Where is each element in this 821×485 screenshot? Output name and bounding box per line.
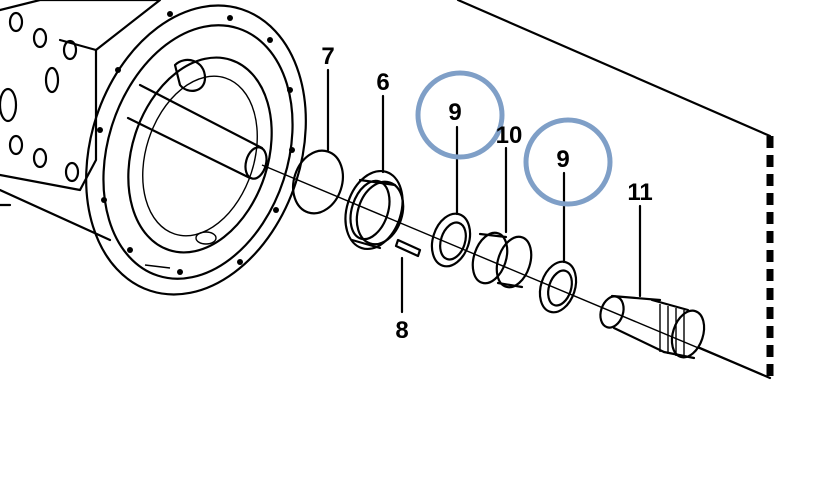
splined-pinion xyxy=(599,294,706,360)
pin xyxy=(394,238,422,258)
highlight-circle-part-9-second xyxy=(523,117,613,207)
leader-lines xyxy=(326,68,642,314)
highlight-circle-part-9-first xyxy=(415,70,505,160)
housing-block xyxy=(0,0,162,242)
shim-washer-first xyxy=(430,212,472,268)
shim-washer-second xyxy=(538,260,578,314)
assembly-axis xyxy=(261,164,771,379)
part-label-8: 8 xyxy=(395,317,408,344)
part-label-10: 10 xyxy=(496,122,523,149)
seal-carrier xyxy=(344,169,405,251)
frame-border xyxy=(456,0,774,380)
housing-flange xyxy=(85,4,307,296)
o-ring xyxy=(292,149,344,215)
part-label-6: 6 xyxy=(376,69,389,96)
part-label-9-second: 9 xyxy=(556,146,569,173)
part-labels: 7 6 9 10 9 11 8 xyxy=(321,43,652,344)
sleeve xyxy=(471,231,533,289)
drive-shaft xyxy=(126,83,268,180)
highlight-circles xyxy=(415,70,613,207)
part-label-9-first: 9 xyxy=(448,99,461,126)
part-label-11: 11 xyxy=(627,179,652,206)
part-label-7: 7 xyxy=(321,43,334,70)
